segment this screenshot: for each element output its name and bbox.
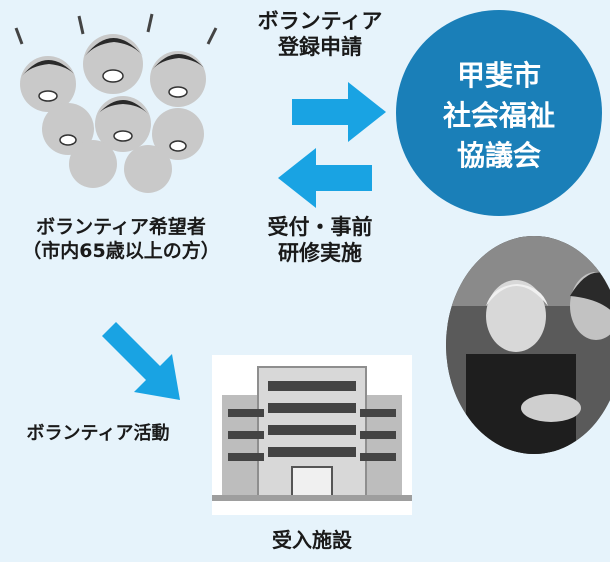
arrow-left-icon [278,148,372,208]
arrow-right-icon [292,82,386,142]
facility-building-illustration [212,355,412,515]
receiving-facility-label: 受入施設 [272,528,352,552]
reception-training-label: 受付・事前 研修実施 [267,215,373,266]
arrow-down-right-icon [100,322,180,400]
council-circle: 甲斐市 社会福祉 協議会 [396,10,602,216]
applicant-label: ボランティア希望者 （市内65歳以上の方） [22,216,220,262]
org-line-2: 社会福祉 [442,99,555,132]
registration-application-label: ボランティア 登録申請 [257,9,383,60]
org-line-1: 甲斐市 [456,59,541,92]
volunteer-group-illustration [14,13,218,193]
activity-photo [446,236,610,454]
org-line-3: 協議会 [456,139,541,172]
volunteer-activity-label: ボランティア活動 [26,423,170,444]
